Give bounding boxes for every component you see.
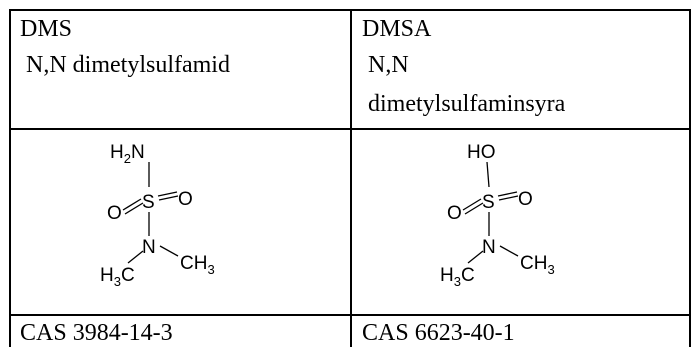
dmsa-name-line-2: dimetylsulfaminsyra xyxy=(368,91,566,117)
dmsa-methyl-left: H3C xyxy=(440,265,475,289)
dms-double-bond-right-a xyxy=(157,191,178,197)
dmsa-cas-number: CAS 6623-40-1 xyxy=(362,320,515,346)
dmsa-bond-o-s xyxy=(486,161,490,188)
dms-sulfur-atom: S xyxy=(142,192,155,213)
dmsa-hydroxyl-group: HO xyxy=(467,142,496,163)
dms-amino-group: H2N xyxy=(110,142,145,166)
dms-double-bond-left-a xyxy=(122,198,142,211)
table-border-left xyxy=(9,9,11,347)
dms-bond-n-methyl-right xyxy=(159,245,179,257)
table-border-middle xyxy=(350,9,352,347)
table-border-right xyxy=(689,9,691,347)
dmsa-sulfur-atom: S xyxy=(482,192,495,213)
dmsa-double-bond-left-a xyxy=(462,198,482,211)
dmsa-double-bond-right-a xyxy=(497,191,518,197)
dms-oxygen-left: O xyxy=(107,203,122,224)
dms-bond-n-methyl-left xyxy=(127,250,144,264)
dmsa-double-bond-right-b xyxy=(498,195,519,201)
dmsa-bond-n-methyl-right xyxy=(499,245,519,257)
dmsa-abbreviation: DMSA xyxy=(362,16,432,42)
dmsa-oxygen-left: O xyxy=(447,203,462,224)
dmsa-nitrogen-atom: N xyxy=(482,237,496,258)
dms-name-line-1: N,N dimetylsulfamid xyxy=(26,52,230,78)
dms-methyl-left: H3C xyxy=(100,265,135,289)
dms-nitrogen-atom: N xyxy=(142,237,156,258)
dmsa-name-line-1: N,N xyxy=(368,52,409,78)
dmsa-methyl-right: CH3 xyxy=(520,253,555,277)
dms-oxygen-right: O xyxy=(178,189,193,210)
dmsa-double-bond-left-b xyxy=(464,202,484,215)
dms-methyl-right: CH3 xyxy=(180,253,215,277)
dms-double-bond-right-b xyxy=(158,195,179,201)
dmsa-oxygen-right: O xyxy=(518,189,533,210)
dms-cas-number: CAS 3984-14-3 xyxy=(20,320,173,346)
dmsa-bond-n-methyl-left xyxy=(467,250,484,264)
dms-abbreviation: DMS xyxy=(20,16,73,42)
dms-double-bond-left-b xyxy=(124,202,144,215)
